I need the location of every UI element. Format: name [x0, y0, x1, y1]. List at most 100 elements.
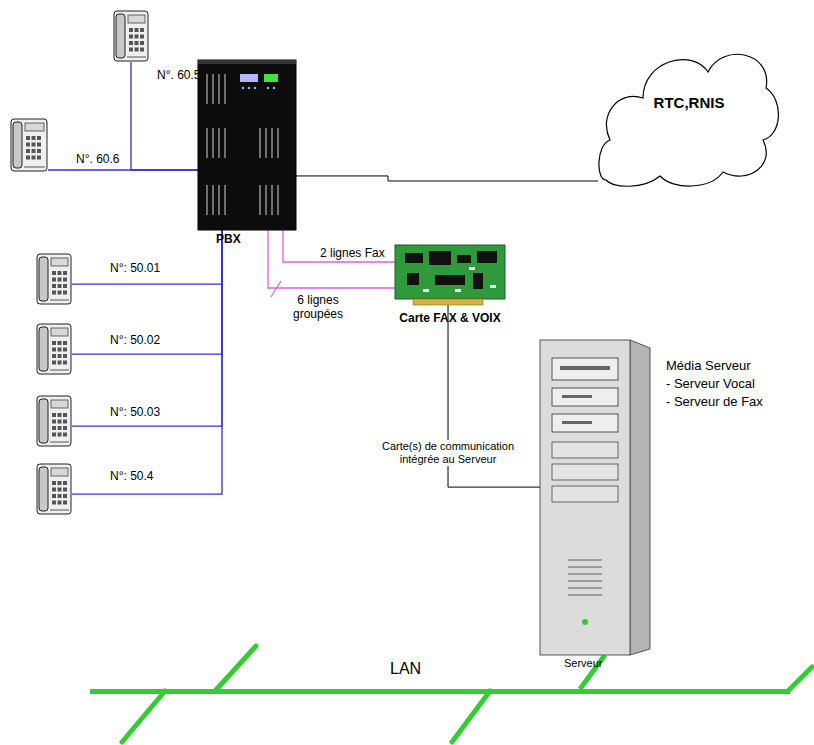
server-vent: [568, 559, 602, 561]
pbx-vent: [271, 128, 273, 158]
phone-key: [140, 35, 144, 39]
phone-key: [63, 433, 67, 437]
phone-base: [50, 300, 69, 301]
phone-display: [51, 328, 68, 336]
pbx-cabinet: PBX: [198, 60, 296, 230]
phone-key: [63, 354, 67, 358]
phone-key: [52, 271, 56, 275]
telephone: N°. 60.5: [113, 10, 149, 62]
telephone: N°. 60.6: [10, 118, 48, 172]
phone-key: [63, 420, 67, 424]
lan-tick: [215, 646, 256, 691]
blank-bay: [552, 486, 618, 502]
phone-key: [37, 136, 41, 140]
phone-key: [26, 156, 30, 160]
power-led: [582, 619, 588, 625]
pbx-vent: [224, 128, 226, 158]
pcb-chip: [429, 251, 451, 265]
server-vent: [568, 594, 602, 596]
phone-body: [37, 396, 71, 446]
phone-key: [52, 494, 56, 498]
phone-key: [52, 433, 56, 437]
phone-base: [24, 167, 45, 168]
phone-base: [50, 442, 69, 443]
grouped-lines-mark: [271, 281, 281, 297]
pbx-vent: [212, 74, 214, 104]
connector-line: [268, 230, 395, 288]
pbx-vent: [218, 128, 220, 158]
server-vent: [568, 566, 602, 568]
pbx-top: [198, 60, 296, 64]
pcb-chip: [435, 275, 465, 285]
phone-body: [37, 464, 71, 514]
pcb-chip: [457, 255, 471, 263]
phone-display: [51, 258, 68, 266]
line-label: Carte(s) de communication intégrée au Se…: [373, 440, 523, 466]
phone-key: [63, 501, 67, 505]
pcb-component: [469, 267, 475, 270]
phone-key: [58, 284, 62, 288]
node-label: Carte FAX & VOIX: [380, 311, 520, 325]
pcb-component: [423, 289, 429, 292]
lan-tick: [452, 691, 490, 742]
phone-shape: [36, 323, 72, 375]
phone-key: [58, 433, 62, 437]
phone-key: [32, 149, 36, 153]
server-shape: [540, 340, 650, 655]
pbx-led: [254, 87, 256, 89]
pbx-vent: [206, 128, 208, 158]
phone-key: [135, 48, 139, 52]
lan-line: [90, 689, 790, 694]
phone-display: [51, 468, 68, 476]
node-label: N°: 50.4: [110, 469, 154, 483]
drive-slot: [562, 395, 592, 398]
server-vent: [568, 573, 602, 575]
pbx-shape: [198, 60, 296, 230]
phone-shape: [10, 118, 48, 172]
phone-key: [26, 136, 30, 140]
phone-key: [129, 28, 133, 32]
pcb-chip: [477, 251, 497, 263]
drive-slot: [560, 366, 610, 370]
telephone: N°: 50.03: [36, 395, 72, 447]
phone-key: [52, 361, 56, 365]
pbx-vent: [265, 128, 267, 158]
blank-bay: [552, 464, 618, 480]
phone-key: [37, 149, 41, 153]
server-vent: [568, 587, 602, 589]
phone-key: [52, 284, 56, 288]
phone-body: [37, 324, 71, 374]
phone-key: [52, 488, 56, 492]
pbx-led: [273, 87, 275, 89]
phone-body: [11, 119, 47, 171]
drive-bay: [552, 358, 618, 380]
pbx-led: [242, 87, 244, 89]
phone-key: [52, 354, 56, 358]
phone-key: [58, 481, 62, 485]
node-label: N°: 50.02: [110, 333, 160, 347]
phone-key: [58, 291, 62, 295]
bus-shape: [90, 689, 790, 694]
lan-end: [788, 667, 812, 691]
phone-key: [37, 156, 41, 160]
phone-key: [63, 361, 67, 365]
connector-line: [72, 230, 222, 284]
phone-key: [32, 143, 36, 147]
node-label: N°. 60.6: [76, 152, 120, 166]
phone-key: [129, 41, 133, 45]
pbx-vent: [259, 185, 261, 215]
phone-key: [140, 41, 144, 45]
drive-bay: [552, 414, 618, 432]
phone-key: [63, 341, 67, 345]
phone-handset: [39, 467, 48, 511]
pbx-vent: [224, 185, 226, 215]
lan-ticks: [122, 646, 812, 742]
node-label: N°: 50.01: [110, 261, 160, 275]
network-cloud: RTC,RNIS: [598, 30, 780, 185]
telephone: N°: 50.02: [36, 323, 72, 375]
phone-key: [32, 156, 36, 160]
pcb-connector: [413, 299, 483, 305]
pbx-led: [248, 87, 250, 89]
node-label: LAN: [390, 659, 421, 678]
phone-key: [63, 278, 67, 282]
